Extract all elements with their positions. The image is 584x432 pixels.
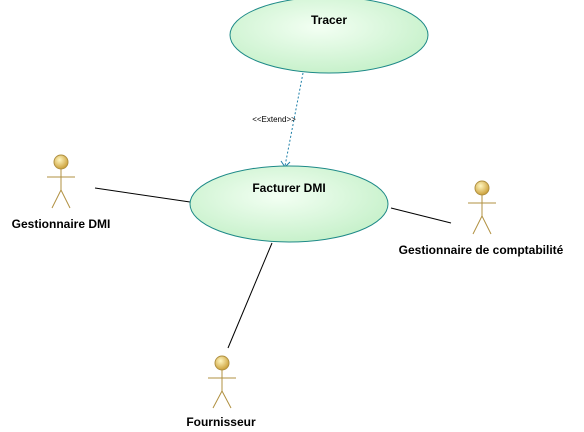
usecase-facturer-dmi-shape[interactable] [189, 165, 389, 243]
usecase-tracer[interactable]: Tracer [229, 0, 429, 74]
actor-gestionnaire-comptabilite[interactable]: Gestionnaire de comptabilité [399, 180, 564, 257]
usecase-facturer-dmi[interactable]: Facturer DMI [189, 165, 389, 243]
extend-stereotype-label: <<Extend>> [252, 115, 296, 124]
usecase-tracer-shape[interactable] [229, 0, 429, 74]
actor-fournisseur-label: Fournisseur [186, 415, 256, 429]
actor-fournisseur[interactable]: Fournisseur [186, 355, 256, 429]
usecase-tracer-label: Tracer [311, 13, 347, 27]
actor-figure-icon [468, 180, 496, 235]
association-gestionnaire-dmi[interactable] [94, 187, 191, 203]
actor-figure-icon [208, 355, 236, 409]
actor-figure-icon [47, 154, 75, 209]
actor-gestionnaire-dmi[interactable]: Gestionnaire DMI [12, 154, 111, 231]
association-gestionnaire-compta[interactable] [390, 207, 452, 224]
usecase-facturer-dmi-label: Facturer DMI [252, 181, 325, 195]
actor-gestionnaire-comptabilite-label: Gestionnaire de comptabilité [399, 243, 564, 257]
association-fournisseur[interactable] [227, 242, 273, 349]
actor-gestionnaire-dmi-label: Gestionnaire DMI [12, 217, 111, 231]
